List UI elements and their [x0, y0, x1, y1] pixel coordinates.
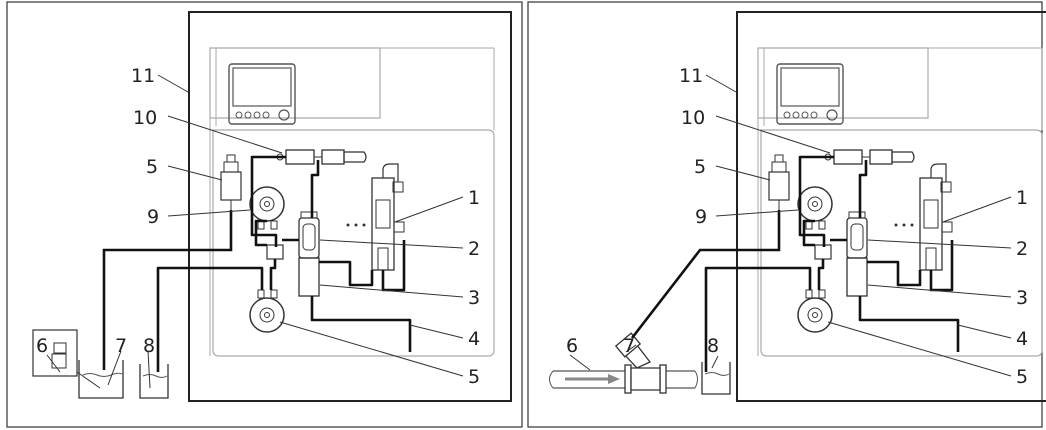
right-panel: 11 10 5 9 1 2 3 4 5 6 7 8 — [527, 1, 1046, 428]
right-label-1: 1 — [1016, 187, 1028, 209]
right-pipe — [553, 370, 695, 389]
right-label-8: 8 — [707, 335, 719, 357]
right-strainer — [614, 332, 667, 394]
left-label-10: 10 — [133, 107, 157, 129]
right-sample-line — [630, 210, 781, 339]
right-label-2: 2 — [1016, 238, 1028, 260]
left-label-9: 9 — [147, 206, 159, 228]
left-panel-frame — [6, 1, 523, 428]
left-panel: 11 10 5 9 1 2 3 4 5 7 8 6 — [6, 1, 523, 428]
left-label-3: 3 — [468, 287, 480, 309]
left-sample-line — [102, 210, 233, 370]
right-label-7: 7 — [623, 335, 635, 357]
left-label-6: 6 — [36, 335, 48, 357]
left-overflow-box — [32, 329, 78, 377]
left-label-8: 8 — [143, 335, 155, 357]
right-label-9: 9 — [695, 206, 707, 228]
right-panel-frame — [527, 1, 1043, 428]
left-label-11: 11 — [131, 65, 155, 87]
right-label-5-top: 5 — [694, 156, 706, 178]
right-label-5-bottom: 5 — [1016, 366, 1028, 388]
left-label-7: 7 — [115, 335, 127, 357]
right-label-4: 4 — [1016, 328, 1028, 350]
left-label-5-bottom: 5 — [468, 366, 480, 388]
left-label-2: 2 — [468, 238, 480, 260]
right-label-11: 11 — [679, 65, 703, 87]
right-label-3: 3 — [1016, 287, 1028, 309]
left-leader-lines — [46, 74, 464, 389]
left-label-1: 1 — [468, 187, 480, 209]
right-beaker-8 — [701, 362, 731, 395]
left-label-5-top: 5 — [146, 156, 158, 178]
left-beaker-7 — [78, 360, 124, 399]
left-label-4: 4 — [468, 328, 480, 350]
left-beaker-8 — [139, 364, 169, 399]
right-leader-lines — [569, 74, 1012, 377]
right-label-6: 6 — [566, 335, 578, 357]
right-label-10: 10 — [681, 107, 705, 129]
